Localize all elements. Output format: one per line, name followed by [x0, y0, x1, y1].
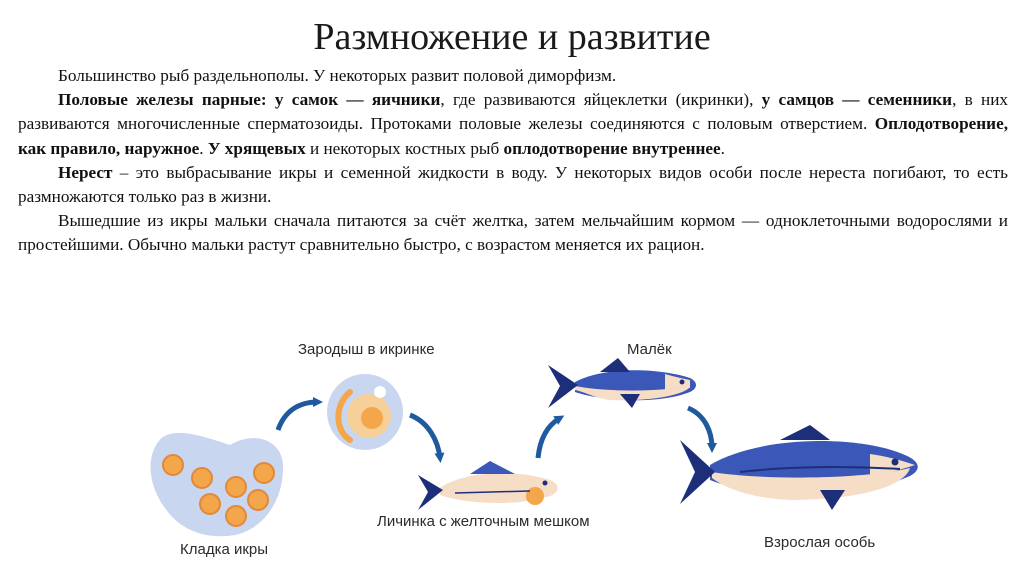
label-embryo: Зародыш в икринке: [298, 341, 435, 358]
text-run: , где развиваются яйцеклетки (икринки),: [440, 90, 762, 110]
text-run: Большинство рыб раздельнополы. У некотор…: [58, 66, 617, 85]
bold-run: у самцов — семенники: [761, 90, 953, 110]
paragraph-spawning: Нерест – это выбрасывание икры и семенно…: [18, 161, 1008, 209]
text-run: Вышедшие из икры мальки сначала питаются…: [18, 211, 1008, 255]
fry-illustration: [548, 358, 696, 408]
label-larva: Личинка с желточным мешком: [377, 513, 590, 530]
lifecycle-svg: [150, 358, 918, 537]
bold-run: оплодотворение внутреннее: [503, 138, 721, 158]
arrow-larva-to-fry: [535, 415, 565, 459]
label-eggs: Кладка икры: [180, 541, 269, 558]
arrow-embryo-to-larva: [408, 412, 445, 463]
text-run: и некоторых костных рыб: [305, 138, 504, 158]
arrow-fry-to-adult: [686, 405, 717, 453]
paragraph-gonads: Половые железы парные: у самок — яичники…: [18, 88, 1008, 161]
bold-run: У хрящевых: [207, 138, 306, 158]
text-run: .: [720, 138, 725, 158]
arrow-eggs-to-embryo: [275, 397, 323, 431]
bold-run: Нерест: [58, 162, 113, 182]
embryo-in-egg-illustration: [327, 374, 403, 450]
paragraph-dimorphism: Большинство рыб раздельнополы. У некотор…: [18, 64, 1008, 88]
egg-clutch-illustration: [150, 432, 284, 537]
page-title: Размножение и развитие: [313, 16, 711, 58]
lifecycle-diagram: Зародыш в икринке Малёк Личинка с желточ…: [0, 330, 1024, 574]
larva-illustration: [418, 461, 558, 510]
bold-run: Половые железы парные: у самок — яичники: [58, 90, 441, 110]
label-fry: Малёк: [627, 341, 672, 358]
paragraph-fry: Вышедшие из икры мальки сначала питаются…: [18, 209, 1008, 257]
body-text: Большинство рыб раздельнополы. У некотор…: [18, 64, 1008, 258]
text-run: , в них развиваются многочисленные сперм…: [18, 90, 1009, 134]
bold-run: Оплодотворение, как правило, наружное: [18, 114, 1008, 158]
adult-fish-illustration: [680, 425, 918, 510]
label-adult: Взрослая особь: [764, 534, 876, 551]
text-run: – это выбрасывание икры и семенной жидко…: [18, 162, 1008, 207]
text-run: .: [199, 138, 208, 158]
